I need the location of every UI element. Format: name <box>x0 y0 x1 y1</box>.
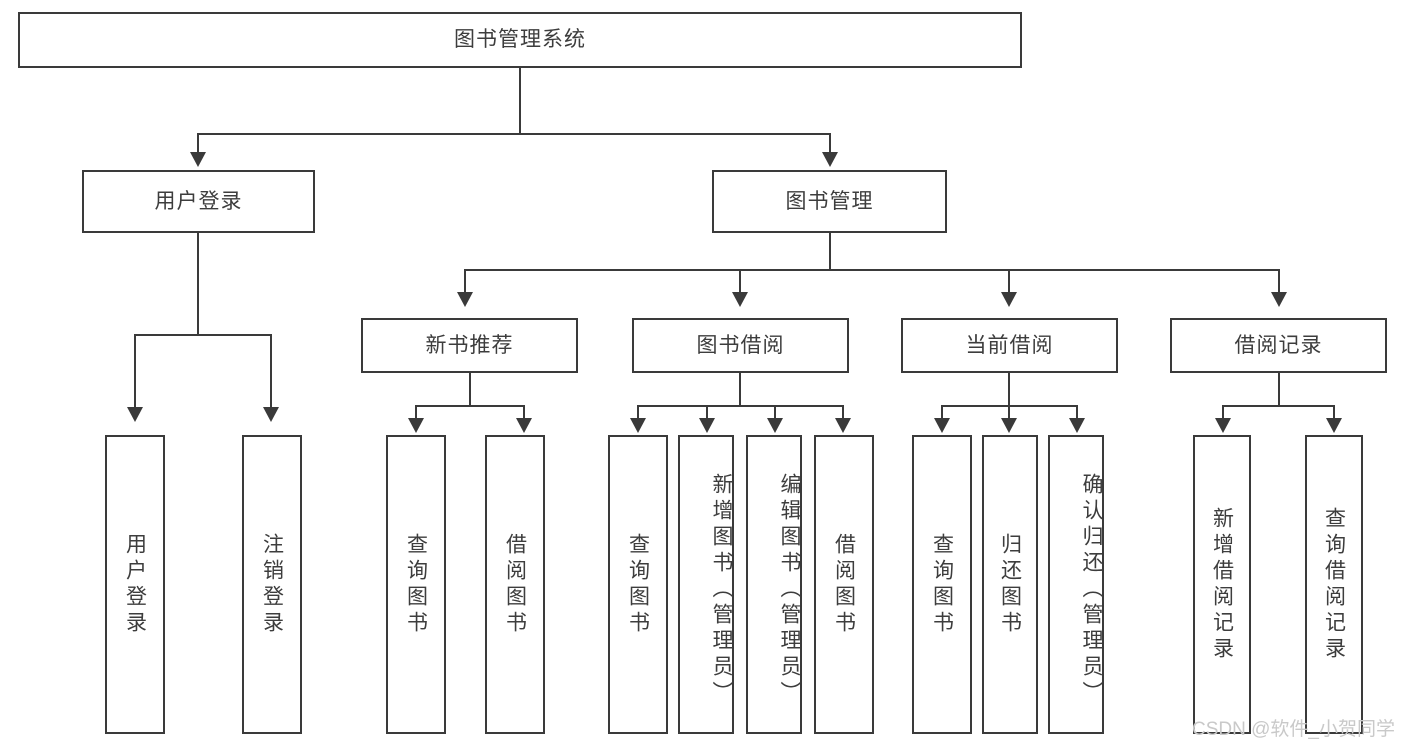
connector-bm-drop-book-borrow <box>739 269 741 293</box>
node-label: 新增图书（管理员） <box>710 472 733 707</box>
connector-root-bus <box>197 133 831 135</box>
node-label: 查询图书 <box>930 532 954 637</box>
connector-bb-drop-3 <box>774 405 776 419</box>
connector-bb-drop-1 <box>637 405 639 419</box>
connector-borrow-record-stem <box>1278 373 1280 406</box>
connector-new-book-bus <box>415 405 524 407</box>
node-label: 确认归还（管理员） <box>1080 472 1103 707</box>
node-label: 用户登录 <box>154 189 243 213</box>
connector-borrow-record-bus <box>1222 405 1334 407</box>
connector-br-drop-2 <box>1333 405 1335 419</box>
leaf-add-borrow-record[interactable]: 新增借阅记录 <box>1193 435 1251 734</box>
arrow-bb-to-edit-book <box>767 418 783 433</box>
connector-book-borrow-stem <box>739 373 741 406</box>
connector-user-login-bus <box>134 334 271 336</box>
node-label: 借阅图书 <box>832 532 856 637</box>
node-label: 新书推荐 <box>425 333 514 357</box>
leaf-query-book-recommend[interactable]: 查询图书 <box>386 435 446 734</box>
node-label: 查询图书 <box>626 532 650 637</box>
connector-cb-drop-2 <box>1008 405 1010 419</box>
leaf-query-book-borrow[interactable]: 查询图书 <box>608 435 668 734</box>
node-label: 图书借阅 <box>696 333 785 357</box>
node-label: 编辑图书（管理员） <box>778 472 801 707</box>
arrow-bb-to-add-book <box>699 418 715 433</box>
arrow-new-book-to-borrow-book <box>516 418 532 433</box>
connector-cb-drop-1 <box>941 405 943 419</box>
leaf-confirm-return-admin[interactable]: 确认归还（管理员） <box>1048 435 1104 734</box>
leaf-logout-login[interactable]: 注销登录 <box>242 435 302 734</box>
node-label: 图书管理 <box>785 189 874 213</box>
arrow-bm-to-current-borrow <box>1001 292 1017 307</box>
arrow-cb-to-return-book <box>1001 418 1017 433</box>
arrow-bm-to-book-borrow <box>732 292 748 307</box>
leaf-query-borrow-record[interactable]: 查询借阅记录 <box>1305 435 1363 734</box>
arrow-user-login-to-leaf-user-login <box>127 407 143 422</box>
connector-user-login-drop-2 <box>270 334 272 408</box>
arrow-cb-to-confirm-return <box>1069 418 1085 433</box>
connector-bm-drop-borrow-record <box>1278 269 1280 293</box>
node-label: 查询图书 <box>404 532 428 637</box>
node-label: 借阅图书 <box>503 532 527 637</box>
arrow-user-login-to-leaf-logout <box>263 407 279 422</box>
connector-bb-drop-4 <box>842 405 844 419</box>
connector-root-stem <box>519 68 521 134</box>
connector-bb-drop-2 <box>706 405 708 419</box>
connector-bm-drop-new-book <box>464 269 466 293</box>
node-label: 归还图书 <box>998 532 1022 637</box>
connector-user-login-stem <box>197 233 199 335</box>
arrow-bm-to-new-book-recommend <box>457 292 473 307</box>
leaf-borrow-book-recommend[interactable]: 借阅图书 <box>485 435 545 734</box>
connector-bm-drop-current-borrow <box>1008 269 1010 293</box>
leaf-borrow-book[interactable]: 借阅图书 <box>814 435 874 734</box>
connector-book-management-bus <box>464 269 1280 271</box>
connector-new-book-drop-2 <box>523 405 525 419</box>
connector-book-management-stem <box>829 233 831 270</box>
node-user-login[interactable]: 用户登录 <box>82 170 315 233</box>
connector-root-to-user-login <box>197 133 199 153</box>
node-label: 新增借阅记录 <box>1210 506 1234 663</box>
node-current-borrow[interactable]: 当前借阅 <box>901 318 1118 373</box>
arrow-bb-to-query-book <box>630 418 646 433</box>
arrow-br-to-query-record <box>1326 418 1342 433</box>
connector-book-borrow-bus <box>637 405 843 407</box>
arrow-root-to-user-login <box>190 152 206 167</box>
connector-root-to-book-management <box>829 133 831 153</box>
connector-current-borrow-stem <box>1008 373 1010 406</box>
connector-cb-drop-3 <box>1076 405 1078 419</box>
connector-new-book-drop-1 <box>415 405 417 419</box>
leaf-add-book-admin[interactable]: 新增图书（管理员） <box>678 435 734 734</box>
node-book-management-system[interactable]: 图书管理系统 <box>18 12 1022 68</box>
node-borrow-record[interactable]: 借阅记录 <box>1170 318 1387 373</box>
node-label: 查询借阅记录 <box>1322 506 1346 663</box>
node-new-book-recommend[interactable]: 新书推荐 <box>361 318 578 373</box>
leaf-return-book[interactable]: 归还图书 <box>982 435 1038 734</box>
arrow-cb-to-query-book <box>934 418 950 433</box>
connector-user-login-drop-1 <box>134 334 136 408</box>
leaf-query-book-current[interactable]: 查询图书 <box>912 435 972 734</box>
node-label: 图书管理系统 <box>454 28 586 52</box>
arrow-new-book-to-query-book <box>408 418 424 433</box>
connector-br-drop-1 <box>1222 405 1224 419</box>
node-label: 注销登录 <box>260 532 284 637</box>
node-book-borrow[interactable]: 图书借阅 <box>632 318 849 373</box>
node-label: 借阅记录 <box>1234 333 1323 357</box>
node-book-management[interactable]: 图书管理 <box>712 170 947 233</box>
arrow-root-to-book-management <box>822 152 838 167</box>
arrow-bm-to-borrow-record <box>1271 292 1287 307</box>
connector-new-book-stem <box>469 373 471 406</box>
node-label: 当前借阅 <box>965 333 1054 357</box>
leaf-edit-book-admin[interactable]: 编辑图书（管理员） <box>746 435 802 734</box>
leaf-user-login[interactable]: 用户登录 <box>105 435 165 734</box>
arrow-bb-to-borrow-book <box>835 418 851 433</box>
arrow-br-to-add-record <box>1215 418 1231 433</box>
node-label: 用户登录 <box>123 532 147 637</box>
